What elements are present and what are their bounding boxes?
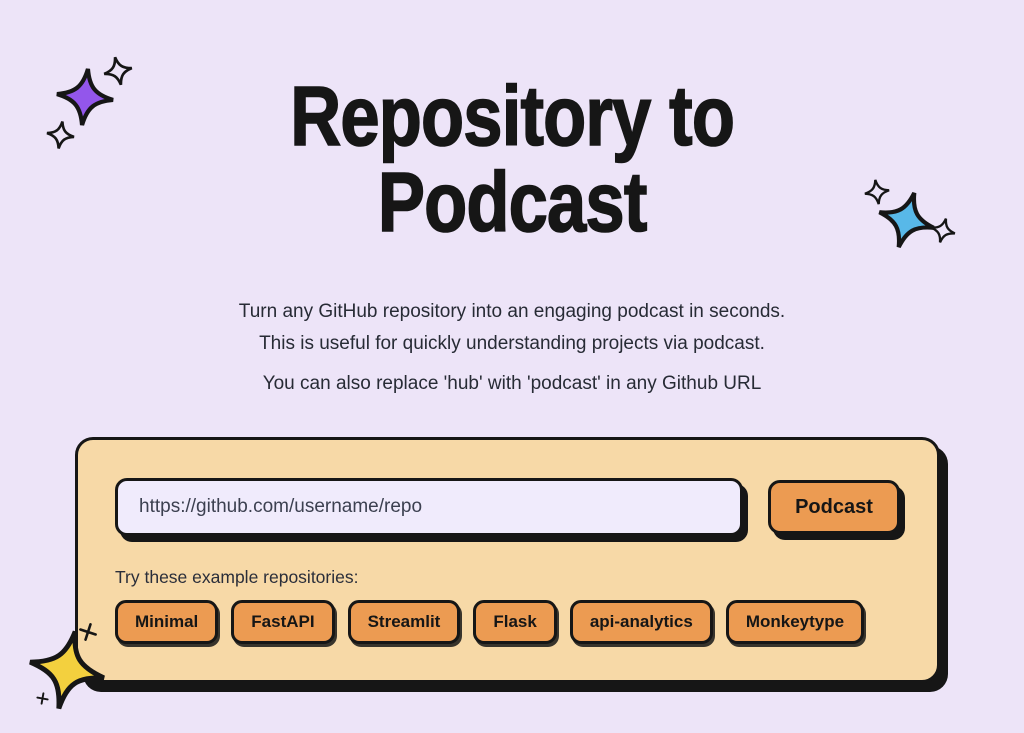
page-title: Repository to Podcast	[0, 72, 1024, 246]
example-button-fastapi[interactable]: FastAPI	[231, 600, 335, 644]
intro-line-1: Turn any GitHub repository into an engag…	[238, 301, 786, 322]
podcast-button[interactable]: Podcast	[768, 480, 900, 534]
podcast-form-card: Podcast Try these example repositories: …	[75, 437, 940, 683]
page-title-line2: Podcast	[377, 155, 648, 249]
intro-line-3: You can also replace 'hub' with 'podcast…	[262, 373, 762, 394]
examples-row: Minimal FastAPI Streamlit Flask api-anal…	[115, 600, 900, 644]
url-row: Podcast	[115, 478, 900, 536]
plus-sparkle-icon	[35, 691, 50, 706]
example-button-monkeytype[interactable]: Monkeytype	[725, 600, 865, 644]
examples-label: Try these example repositories:	[115, 567, 359, 587]
example-button-flask[interactable]: Flask	[473, 600, 557, 644]
intro-line-2: This is useful for quickly understanding…	[259, 333, 765, 354]
repo-url-input[interactable]	[115, 478, 743, 536]
example-button-api-analytics[interactable]: api-analytics	[569, 600, 713, 644]
intro-text: Turn any GitHub repository into an engag…	[0, 302, 1024, 393]
example-button-streamlit[interactable]: Streamlit	[347, 600, 461, 644]
page-title-line1: Repository to	[289, 69, 735, 163]
example-button-minimal[interactable]: Minimal	[115, 600, 219, 644]
